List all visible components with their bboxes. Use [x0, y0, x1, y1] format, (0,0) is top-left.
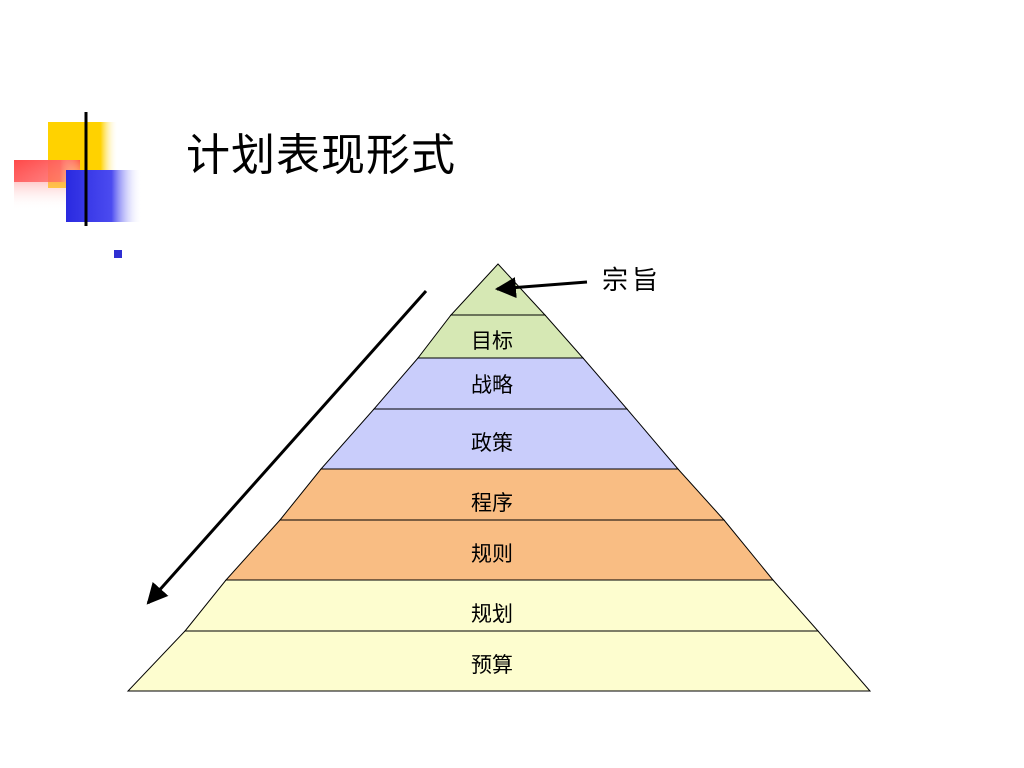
apex-label: 宗旨	[602, 266, 662, 296]
layer-label-7: 预算	[471, 653, 513, 677]
slide-title: 计划表现形式	[186, 130, 456, 181]
layer-label-3: 政策	[471, 431, 513, 455]
layer-label-6: 规划	[471, 602, 513, 626]
layer-label-1: 目标	[471, 329, 513, 353]
bullet-marker	[114, 250, 122, 258]
pyramid: 目标 战略 政策 程序 规则 规划 预算	[126, 263, 872, 692]
layer-label-5: 规则	[471, 542, 513, 566]
layer-7	[126, 630, 872, 692]
layer-label-2: 战略	[471, 373, 513, 397]
layer-label-4: 程序	[471, 491, 513, 515]
decor-red-bar	[14, 160, 80, 182]
downward-direction-arrow	[146, 290, 428, 605]
decor-blue-square	[66, 170, 142, 222]
apex-pointer-arrow	[494, 277, 588, 299]
title-decoration	[14, 112, 970, 226]
